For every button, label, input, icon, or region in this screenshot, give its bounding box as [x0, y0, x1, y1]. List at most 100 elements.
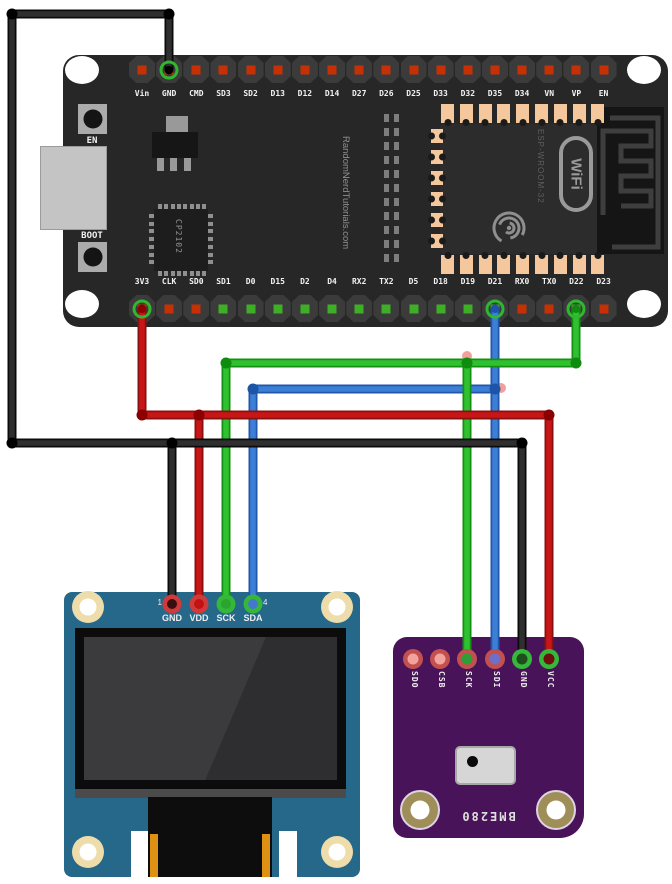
pad-notch	[428, 174, 435, 182]
pcb-dash	[394, 226, 399, 234]
pin-pad	[300, 65, 310, 74]
esp32-pin-d25	[400, 56, 427, 83]
esp32-pin-sd2	[237, 56, 264, 83]
chip-pin	[189, 204, 194, 209]
brand-text: RandomNerdTutorials.com	[340, 136, 351, 250]
pcb-dash	[394, 184, 399, 192]
pin-pad	[517, 304, 527, 313]
chip-pin	[208, 260, 213, 265]
pin-pad	[354, 304, 364, 313]
pcb-dash	[394, 156, 399, 164]
pcb-dash	[384, 114, 389, 122]
module-pad	[478, 252, 492, 274]
pad-notch	[462, 119, 470, 126]
mounting-hole	[65, 290, 99, 318]
scl-wire	[221, 304, 581, 609]
chip-pin	[149, 237, 154, 242]
esp32-pin-d13	[264, 56, 291, 83]
esp32-pin-d33	[427, 56, 454, 83]
esp32-pin-d35	[481, 56, 508, 83]
en-button-cap	[83, 109, 102, 129]
pcb-dash	[384, 226, 389, 234]
esp32-pin-3v3	[129, 295, 155, 322]
boot-button-cap	[83, 247, 102, 267]
pad-notch	[575, 252, 583, 259]
pad-notch	[439, 237, 446, 245]
boot-button[interactable]	[78, 242, 107, 272]
esp32-pin-d4	[319, 295, 346, 322]
pad-notch	[481, 252, 489, 259]
module-pad	[591, 252, 605, 274]
module-pad	[572, 104, 586, 126]
vcc-wire-junction	[543, 409, 555, 421]
pad-notch	[594, 252, 602, 259]
pcb-dash	[394, 198, 399, 206]
chip-pin	[202, 204, 207, 209]
module-pad	[591, 104, 605, 126]
bme280-pin-label-gnd: GND	[519, 671, 528, 689]
esp32-pin-vin	[129, 56, 155, 83]
pcb-dash	[394, 212, 399, 220]
esp32-pin-cmd	[183, 56, 210, 83]
mounting-hole	[321, 836, 353, 868]
oled-pin-label-gnd: GND	[162, 613, 182, 623]
oled-ribbon-cable	[148, 797, 272, 877]
pad-notch	[428, 153, 435, 161]
chip-pin	[176, 271, 181, 276]
bme280-pin-label-sck: SCK	[464, 671, 473, 689]
oled-pin-label-vdd: VDD	[189, 613, 209, 623]
mounting-hole	[321, 591, 353, 623]
module-pad	[459, 252, 473, 274]
ribbon-contact	[150, 834, 158, 877]
esp32-pin-vp	[563, 56, 590, 83]
chip-pin	[149, 229, 154, 234]
vcc-wire-junction	[136, 409, 148, 421]
chip-pin	[170, 271, 175, 276]
bme280-board-label: BME280	[460, 809, 516, 823]
ribbon-contact	[262, 834, 270, 877]
pin-pad	[218, 304, 228, 313]
mounting-hole	[72, 591, 104, 623]
regulator-leg	[184, 158, 191, 171]
mounting-hole	[65, 56, 99, 84]
module-pad	[478, 104, 492, 126]
module-pad	[535, 252, 548, 274]
pad-notch	[439, 174, 446, 182]
pin-pad	[599, 65, 609, 74]
mounting-hole	[400, 790, 440, 830]
module-pad	[535, 104, 548, 126]
esp32-pin-label: TX0	[542, 277, 557, 286]
gnd-wire-junction	[6, 8, 18, 20]
bend-marker	[496, 383, 506, 393]
module-pad	[428, 129, 446, 143]
chip-pin	[195, 204, 200, 209]
pin-pad	[327, 304, 337, 313]
module-pad	[428, 213, 446, 227]
sda-wire-junction	[489, 383, 501, 395]
chip-pin	[149, 252, 154, 257]
esp32-pin-sd1	[210, 295, 237, 322]
boot-button-label: BOOT	[81, 231, 103, 241]
regulator-leg	[157, 158, 164, 171]
pin-pad	[300, 304, 310, 313]
esp32-pin-d22	[563, 295, 590, 322]
pad-notch	[519, 252, 527, 259]
pad-notch	[538, 252, 545, 259]
bme280-sensor-chip	[455, 746, 516, 785]
oled-pin-label-sck: SCK	[216, 613, 236, 623]
pin-pad	[517, 65, 527, 74]
module-pad	[516, 252, 530, 274]
pin-pad	[571, 304, 581, 313]
pcb-dash	[384, 184, 389, 192]
bend-marker	[462, 351, 472, 361]
chip-pin	[195, 271, 200, 276]
pad-notch	[556, 252, 564, 259]
pin-pad	[191, 304, 201, 313]
en-button[interactable]	[78, 104, 107, 134]
pcb-dash	[394, 254, 399, 262]
oled-pin-label-sda: SDA	[243, 613, 263, 623]
regulator-leg	[170, 158, 177, 171]
esp32-pin-vn	[536, 56, 563, 83]
pad-notch	[575, 119, 583, 126]
oled-pin4-number: 4	[263, 598, 268, 607]
